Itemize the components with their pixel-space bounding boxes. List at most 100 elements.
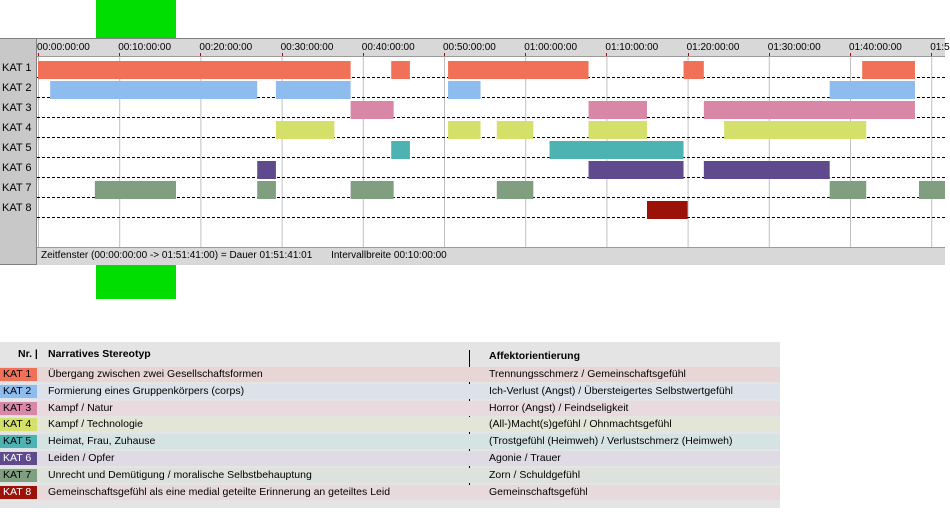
legend-header-narrative: Narratives Stereotyp (48, 348, 151, 360)
legend-narrative: Kampf / Technologie (48, 418, 143, 431)
ruler-tick-mark (931, 53, 933, 56)
segment-bar (38, 61, 351, 79)
timeline-plot (37, 57, 945, 247)
green-marker-top (96, 0, 176, 38)
ruler-tick-mark (606, 53, 608, 56)
segment-bar (275, 81, 351, 99)
ruler-tick-label: 01:30:00:00 (767, 42, 821, 53)
segment-bar (350, 181, 394, 199)
legend-affect: Zorn / Schuldgefühl (489, 468, 581, 481)
legend-affect: (All-)Macht(s)gefühl / Ohnmachtsgefühl (489, 418, 672, 431)
segment-bar (448, 61, 589, 79)
ruler-tick-label: 00:10:00:00 (118, 42, 172, 53)
segment-bar (275, 121, 335, 139)
segment-bar (683, 61, 704, 79)
legend-affect: Horror (Angst) / Feindseligkeit (489, 401, 629, 414)
legend-row: KAT 5 Heimat, Frau, Zuhause (Trostgefühl (… (0, 434, 780, 450)
ruler-tick-mark (362, 53, 364, 56)
segment-bar (448, 81, 481, 99)
legend-code: KAT 4 (0, 418, 37, 432)
legend-narrative: Übergang zwischen zwei Gesellschaftsform… (48, 368, 263, 380)
segment-bar (829, 81, 915, 99)
segment-bar (724, 121, 867, 139)
legend-row: KAT 1 Übergang zwischen zwei Gesellschaft… (0, 367, 780, 382)
segment-bar (257, 181, 276, 199)
category-label: KAT 3 (2, 102, 32, 114)
legend-affect: (Trostgefühl (Heimweh) / Verlustschmerz … (489, 435, 733, 448)
ruler-tick-label: 00:20:00:00 (199, 42, 253, 53)
segment-bar (549, 141, 684, 159)
category-column: KAT 1 KAT 2 KAT 3 KAT 4 KAT 5 KAT 6 KAT 7 KAT 8 (0, 39, 37, 264)
segment-bar (862, 61, 915, 79)
ruler-tick-mark (281, 53, 283, 56)
timeline-panel: KAT 1 KAT 2 KAT 3 KAT 4 KAT 5 KAT 6 KAT 7 KAT 8… (0, 38, 950, 265)
legend-code: KAT 6 (0, 452, 37, 465)
legend-narrative: Unrecht und Demütigung / moralische Selb… (48, 468, 312, 481)
interval-text: Intervallbreite 00:10:00:00 (331, 250, 447, 261)
legend-code: KAT 8 (0, 485, 37, 499)
ruler-tick-label: 00:00:00:00 (37, 42, 90, 53)
ruler-tick-label: 01:40:00:00 (849, 42, 902, 53)
segment-bar (588, 161, 684, 179)
category-label: KAT 1 (2, 62, 32, 74)
legend-header-affect: Affektorientierung (489, 350, 581, 362)
time-ruler: 00:00:00:00 00:10:00:00 00:20:00:00 00:30:0… (37, 39, 950, 57)
legend-narrative: Gemeinschaftsgefühl als eine medial gete… (48, 485, 391, 498)
category-label: KAT 2 (2, 82, 32, 94)
legend-affect: Agonie / Trauer (489, 452, 561, 464)
ruler-tick-label: 00:30:00:00 (280, 42, 334, 53)
green-marker-bottom (96, 263, 176, 299)
segment-bar (391, 141, 410, 159)
legend-row: KAT 4 Kampf / Technologie (All-)Macht(s)ge… (0, 417, 780, 433)
legend-narrative: Heimat, Frau, Zuhause (48, 435, 156, 448)
legend-header-nr: Nr. | (18, 348, 38, 360)
segment-bar (919, 181, 945, 199)
ruler-tick-mark (38, 53, 39, 56)
segment-bar (448, 121, 481, 139)
status-bar: Zeitfenster (00:00:00:00 -> 01:51:41:00)… (37, 247, 945, 265)
legend-code: KAT 1 (0, 368, 37, 381)
legend-row: KAT 3 Kampf / Natur Horror (Angst) / Feind… (0, 400, 780, 416)
legend-row: KAT 6 Leiden / Opfer Agonie / Trauer (0, 451, 780, 466)
segment-bar (703, 161, 830, 179)
legend-row: KAT 8 Gemeinschaftsgefühl als eine medial… (0, 484, 780, 500)
ruler-tick-mark (687, 53, 689, 56)
ruler-tick-mark (850, 53, 851, 56)
ruler-tick-label: 01:00:00:00 (524, 42, 578, 53)
ruler-tick-label: 00:50:00:00 (443, 42, 496, 53)
category-label: KAT 7 (2, 182, 32, 194)
legend-table: Nr. | Narratives Stereotyp Affektorienti… (0, 342, 780, 508)
segment-bar (496, 121, 534, 139)
category-label: KAT 4 (2, 122, 32, 134)
segment-bar (350, 101, 394, 119)
time-window-text: Zeitfenster (00:00:00:00 -> 01:51:41:00)… (41, 250, 313, 261)
legend-narrative: Formierung eines Gruppenkörpers (corps) (48, 384, 245, 397)
legend-code: KAT 3 (0, 401, 37, 415)
legend-narrative: Kampf / Natur (48, 401, 113, 414)
legend-narrative: Leiden / Opfer (48, 452, 115, 464)
segment-bar (829, 181, 867, 199)
segment-bar (703, 101, 915, 119)
legend-affect: Trennungsschmerz / Gemeinschaftsgefühl (489, 368, 686, 380)
legend-affect: Gemeinschaftsgefühl (489, 485, 588, 498)
segment-bar (588, 121, 647, 139)
legend-affect: Ich-Verlust (Angst) / Übersteigertes Sel… (489, 384, 733, 397)
ruler-tick-mark (119, 53, 121, 56)
ruler-tick-mark (200, 53, 202, 56)
legend-code: KAT 7 (0, 468, 37, 482)
segment-bar (647, 201, 688, 219)
segment-bar (94, 181, 177, 199)
category-label: KAT 6 (2, 162, 32, 174)
ruler-tick-mark (525, 53, 527, 56)
category-label: KAT 8 (2, 202, 32, 214)
ruler-tick-label: 01:10:00:00 (605, 42, 659, 53)
segment-bar (50, 81, 258, 99)
ruler-tick-mark (768, 53, 770, 56)
ruler-tick-label: 01:20:00:00 (686, 42, 740, 53)
category-label: KAT 5 (2, 142, 32, 154)
legend-code: KAT 5 (0, 435, 37, 449)
segment-bar (588, 101, 647, 119)
ruler-tick-label: 00:40:00:00 (361, 42, 415, 53)
segment-bar (257, 161, 276, 179)
